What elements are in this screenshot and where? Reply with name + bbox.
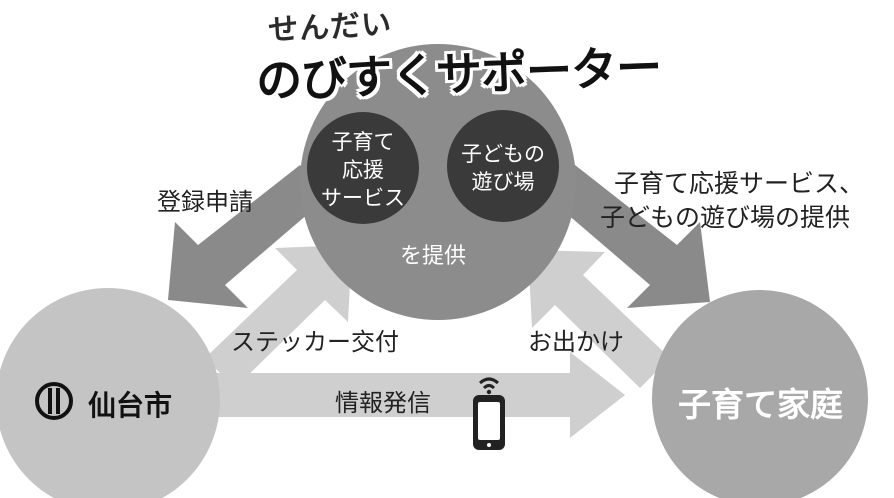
arrow-supporter-to-family xyxy=(545,165,710,308)
page-title: のびすくサポーター xyxy=(255,39,662,109)
city-name: 仙台市 xyxy=(88,389,173,422)
play-area-label: 子どもの 遊び場 xyxy=(461,142,545,194)
sticker-label: ステッカー交付 xyxy=(231,328,399,356)
service-label: 子育て 応援 サービス xyxy=(321,130,405,210)
family-circle xyxy=(652,290,868,498)
arrow-city-to-family xyxy=(200,352,625,438)
smartphone-wifi-icon xyxy=(473,377,505,450)
info-label: 情報発信 xyxy=(335,389,431,417)
provide-services-line1: 子育て応援サービス、 xyxy=(614,169,865,198)
arrow-family-to-supporter xyxy=(528,250,670,388)
provide-services-line2: 子どもの遊び場の提供 xyxy=(600,203,851,232)
play-inner-circle xyxy=(447,110,559,222)
service-inner-circle xyxy=(307,112,419,224)
outing-label: お出かけ xyxy=(528,328,624,356)
provide-label: を提供 xyxy=(400,244,467,269)
family-name: 子育て家庭 xyxy=(678,385,843,424)
city-circle xyxy=(0,288,220,498)
arrow-supporter-to-city xyxy=(168,165,330,308)
sendai-city-emblem-icon xyxy=(35,382,73,420)
arrow-city-to-supporter xyxy=(205,245,352,388)
registration-label: 登録申請 xyxy=(157,188,253,216)
